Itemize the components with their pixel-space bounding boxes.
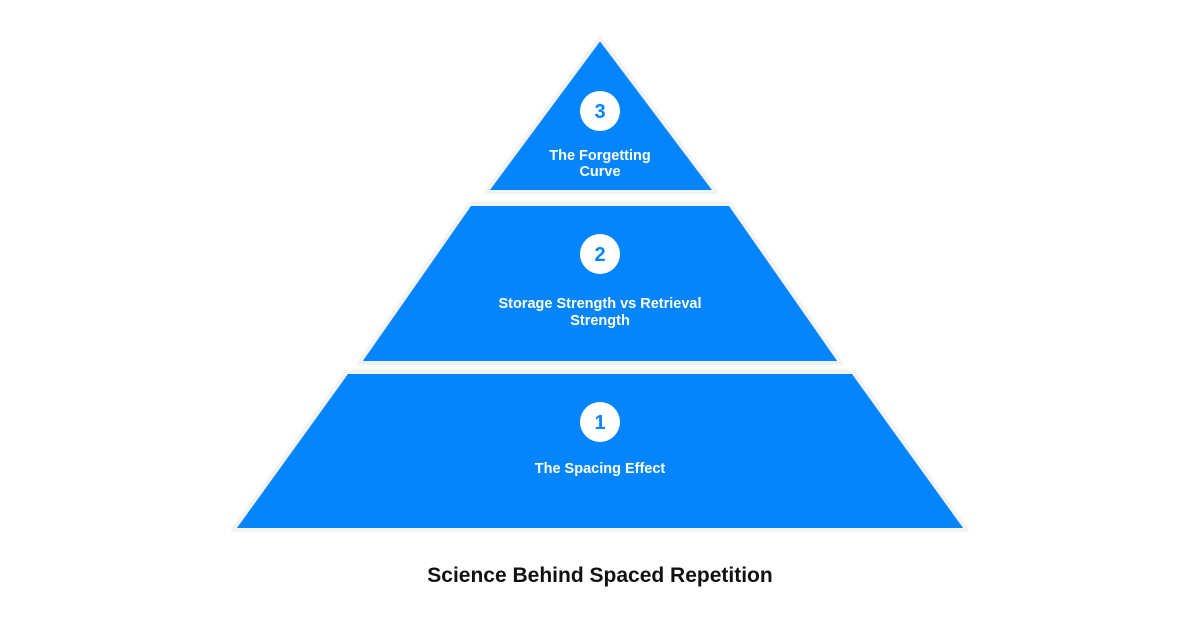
pyramid-tier-3: 3 The Forgetting Curve <box>484 36 718 194</box>
tier-2-number: 2 <box>594 244 605 266</box>
tier-2-shape <box>357 202 843 365</box>
tier-3-label-line-2: Curve <box>579 164 620 180</box>
tier-1-number: 1 <box>594 412 605 434</box>
tier-1-badge <box>580 402 620 442</box>
diagram-caption: Science Behind Spaced Repetition <box>427 564 773 587</box>
tier-3-label-line-1: The Forgetting <box>549 148 651 164</box>
tier-2-badge <box>580 234 620 274</box>
tier-2-label-line-1: Storage Strength vs Retrieval <box>498 296 701 312</box>
tier-1-shape <box>231 370 969 532</box>
pyramid-tier-1: 1 The Spacing Effect <box>231 370 969 532</box>
tier-3-number: 3 <box>594 101 605 123</box>
tier-3-badge <box>580 91 620 131</box>
tier-1-label-line-1: The Spacing Effect <box>535 461 666 477</box>
pyramid-svg: 3 The Forgetting Curve 2 Storage Strengt… <box>231 36 969 532</box>
tier-2-label-line-2: Strength <box>570 313 630 329</box>
pyramid-tier-2: 2 Storage Strength vs Retrieval Strength <box>357 202 843 365</box>
